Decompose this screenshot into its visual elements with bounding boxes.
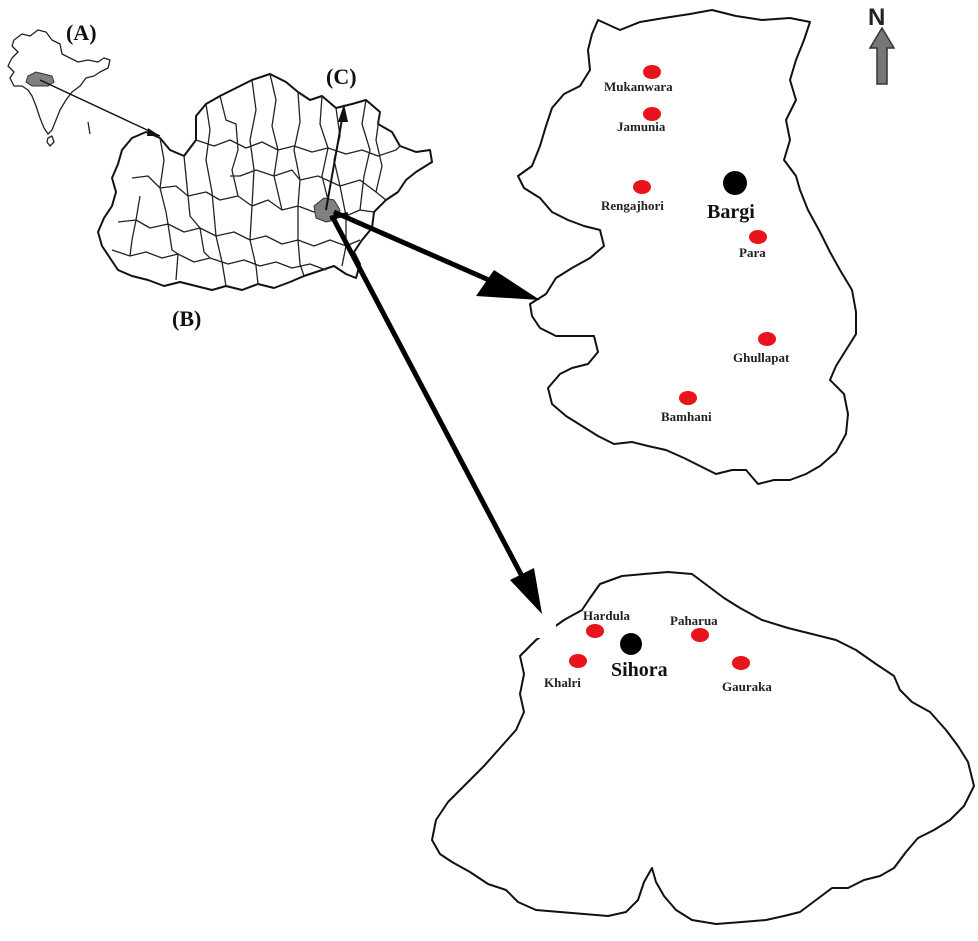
village-marker bbox=[643, 65, 661, 79]
bargi-block-outline bbox=[517, 9, 857, 485]
bargi-labels: Mukanwara Jamunia Rengajhori Para Ghulla… bbox=[601, 79, 790, 424]
sihora-block-map bbox=[431, 571, 975, 925]
india-map bbox=[7, 29, 161, 147]
village-marker bbox=[633, 180, 651, 194]
arrow-a-to-b bbox=[39, 79, 161, 137]
connector-arrows bbox=[329, 209, 542, 614]
village-marker bbox=[643, 107, 661, 121]
village-marker bbox=[569, 654, 587, 668]
panel-label-b: (B) bbox=[172, 306, 201, 331]
arrow-to-sihora bbox=[329, 214, 527, 582]
bargi-block-map bbox=[517, 9, 857, 485]
village-marker bbox=[732, 656, 750, 670]
village-label-mukanwara: Mukanwara bbox=[604, 79, 673, 94]
state-outline bbox=[97, 73, 433, 291]
north-arrow-icon: N bbox=[868, 4, 896, 85]
map-erasure-patch bbox=[534, 620, 556, 638]
panel-label-a: (A) bbox=[66, 20, 97, 45]
arrow-to-bargi bbox=[332, 209, 500, 287]
sri-lanka-outline bbox=[46, 135, 55, 147]
village-label-hardula: Hardula bbox=[583, 608, 630, 623]
panel-label-c: (C) bbox=[326, 64, 357, 89]
arrow-to-c bbox=[325, 107, 345, 211]
village-marker bbox=[749, 230, 767, 244]
madhya-pradesh-map bbox=[97, 73, 433, 291]
village-label-paharua: Paharua bbox=[670, 613, 718, 628]
village-marker bbox=[758, 332, 776, 346]
india-outline bbox=[7, 29, 111, 135]
sihora-labels: Hardula Paharua Khalri Gauraka Sihora bbox=[544, 608, 772, 694]
north-label: N bbox=[868, 4, 885, 31]
island-mark bbox=[87, 121, 91, 135]
village-label-gauraka: Gauraka bbox=[722, 679, 772, 694]
village-label-para: Para bbox=[739, 245, 766, 260]
village-label-bamhani: Bamhani bbox=[661, 409, 712, 424]
north-arrow-shape bbox=[868, 26, 896, 85]
bargi-markers bbox=[633, 65, 776, 405]
village-marker bbox=[691, 628, 709, 642]
town-marker bbox=[723, 171, 747, 195]
town-marker bbox=[620, 633, 642, 655]
sihora-markers bbox=[569, 624, 750, 670]
town-label-sihora: Sihora bbox=[611, 659, 668, 681]
district-boundaries bbox=[111, 73, 401, 287]
arrow-to-bargi-head bbox=[476, 270, 540, 300]
town-label-bargi: Bargi bbox=[707, 201, 755, 223]
village-marker bbox=[586, 624, 604, 638]
arrow-to-sihora-head bbox=[510, 568, 542, 614]
arrow-to-c-head bbox=[338, 104, 348, 122]
arrow-origin bbox=[329, 212, 349, 220]
panel-labels: (A) (B) (C) bbox=[66, 20, 357, 331]
village-label-ghullapat: Ghullapat bbox=[733, 350, 790, 365]
village-label-jamunia: Jamunia bbox=[617, 119, 666, 134]
sihora-block-outline bbox=[431, 571, 975, 925]
village-label-khalri: Khalri bbox=[544, 675, 581, 690]
village-marker bbox=[679, 391, 697, 405]
village-label-rengajhori: Rengajhori bbox=[601, 198, 664, 213]
